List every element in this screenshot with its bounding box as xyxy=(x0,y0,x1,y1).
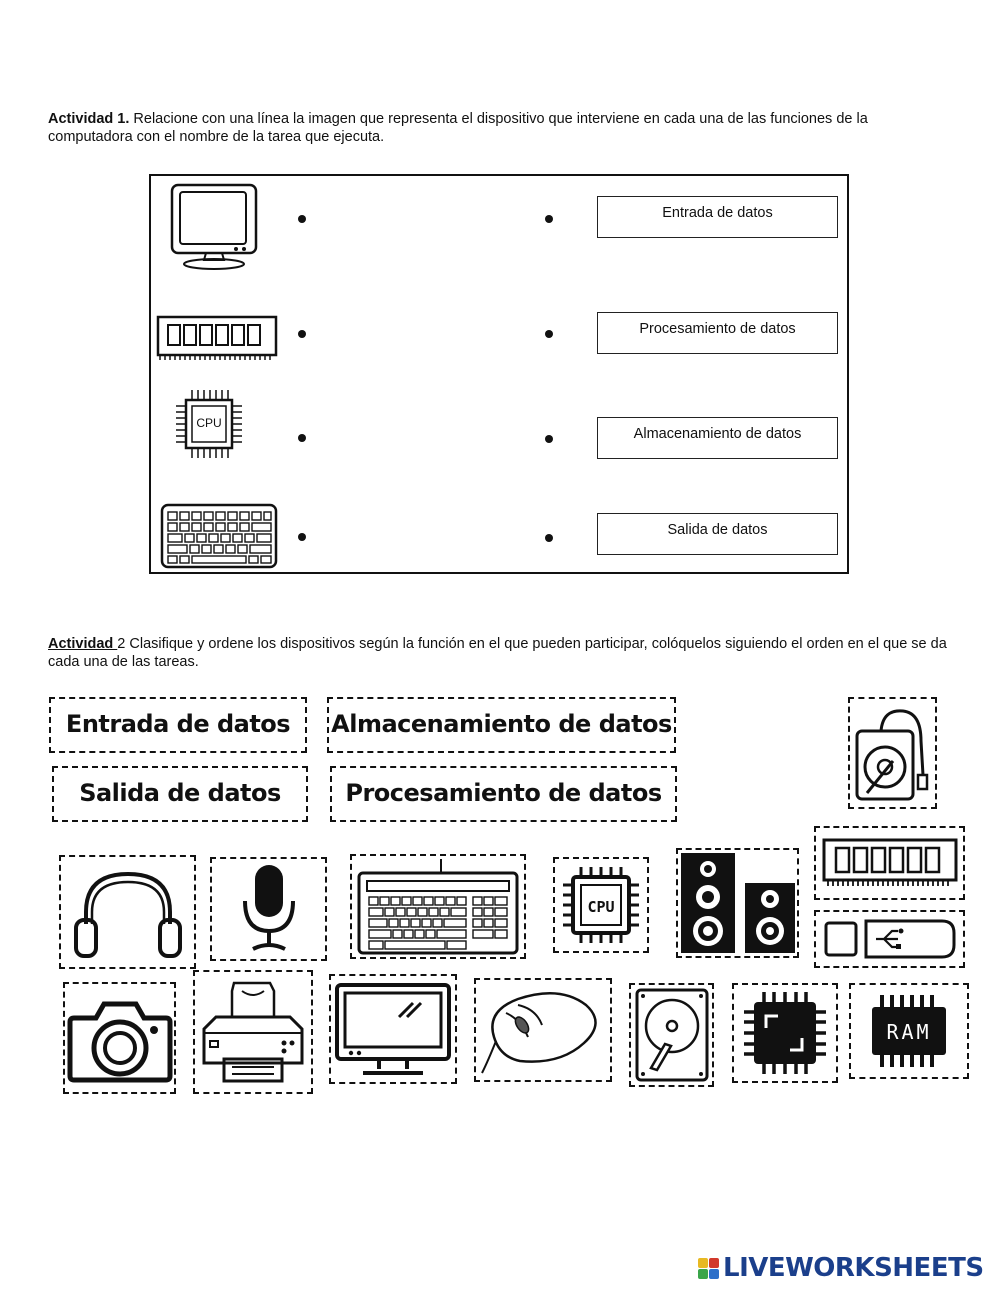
category-entrada[interactable]: Entrada de datos xyxy=(49,697,307,753)
microphone-icon[interactable] xyxy=(210,857,327,961)
external-hard-drive-icon[interactable] xyxy=(848,697,937,809)
speakers-icon[interactable] xyxy=(676,848,799,958)
activity2-heading: Actividad xyxy=(48,636,118,652)
monitor-icon[interactable] xyxy=(329,974,457,1084)
activity1-heading: Actividad 1. xyxy=(48,111,130,127)
headphones-icon[interactable] xyxy=(59,855,196,969)
cpu-icon[interactable]: CPU xyxy=(553,857,649,953)
brand-text: LIVEWORKSHEETS xyxy=(723,1253,984,1283)
camera-icon[interactable] xyxy=(63,982,176,1094)
target-almacenamiento: Almacenamiento de datos xyxy=(597,417,838,459)
processor-chip-icon[interactable] xyxy=(732,983,838,1083)
target-salida: Salida de datos xyxy=(597,513,838,555)
hard-disk-icon[interactable] xyxy=(629,983,714,1087)
keyboard-icon[interactable] xyxy=(350,854,526,959)
match-dot-left-2[interactable] xyxy=(298,330,306,338)
match-dot-right-2[interactable] xyxy=(545,330,553,338)
match-dot-right-1[interactable] xyxy=(545,215,553,223)
monitor-icon xyxy=(170,183,258,270)
matching-box xyxy=(149,174,849,574)
ram-chip-label: RAM xyxy=(886,1020,931,1044)
target-procesamiento: Procesamiento de datos xyxy=(597,312,838,354)
match-dot-left-1[interactable] xyxy=(298,215,306,223)
match-dot-left-3[interactable] xyxy=(298,434,306,442)
cpu-label: CPU xyxy=(196,416,222,430)
category-salida[interactable]: Salida de datos xyxy=(52,766,308,822)
match-dot-left-4[interactable] xyxy=(298,533,306,541)
cpu-chip-icon: CPU xyxy=(176,388,242,460)
usb-flash-drive-icon[interactable] xyxy=(814,910,965,968)
liveworksheets-logo: LIVEWORKSHEETS xyxy=(698,1253,984,1283)
activity2-text: 2 Clasifique y ordene los dispositivos s… xyxy=(48,636,947,670)
ram-chip-icon[interactable]: RAM xyxy=(849,983,969,1079)
ram-module-icon[interactable] xyxy=(814,826,965,900)
match-dot-right-4[interactable] xyxy=(545,534,553,542)
ram-module-icon xyxy=(156,315,278,360)
activity1-instructions: Actividad 1. Relacione con una línea la … xyxy=(48,110,948,146)
activity2-instructions: Actividad 2 Clasifique y ordene los disp… xyxy=(48,635,948,671)
printer-icon[interactable] xyxy=(193,970,313,1094)
keyboard-icon xyxy=(160,503,278,569)
cpu-card-label: CPU xyxy=(587,898,614,916)
activity1-text: Relacione con una línea la imagen que re… xyxy=(48,111,868,145)
mouse-icon[interactable] xyxy=(474,978,612,1082)
category-procesamiento[interactable]: Procesamiento de datos xyxy=(330,766,677,822)
category-almacenamiento[interactable]: Almacenamiento de datos xyxy=(327,697,676,753)
target-entrada: Entrada de datos xyxy=(597,196,838,238)
match-dot-right-3[interactable] xyxy=(545,435,553,443)
logo-blocks-icon xyxy=(698,1257,719,1279)
